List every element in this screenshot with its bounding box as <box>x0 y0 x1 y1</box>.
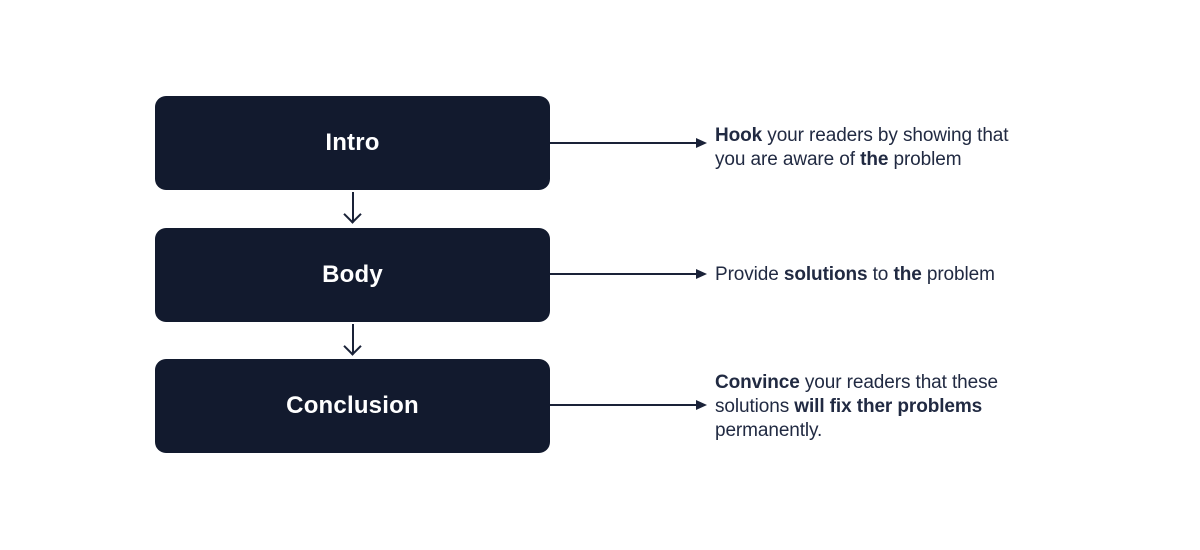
right-arrow-icon <box>550 268 707 279</box>
down-arrow-icon <box>343 192 362 225</box>
down-arrow-head <box>343 337 362 356</box>
description-intro: Hook your readers by showing that you are… <box>715 124 1009 172</box>
flow-box-intro-label: Intro <box>325 129 380 156</box>
description-body: Provide solutions to the problem <box>715 263 995 287</box>
right-arrow-icon <box>550 137 707 148</box>
down-arrow-line <box>351 192 355 221</box>
down-arrow-icon <box>343 324 362 357</box>
flow-box-body-label: Body <box>322 261 383 288</box>
flow-box-conclusion: Conclusion <box>155 359 550 453</box>
description-line: solutions will fix ther problems <box>715 396 983 417</box>
flow-box-conclusion-label: Conclusion <box>286 392 419 419</box>
flow-box-body: Body <box>155 228 550 322</box>
right-arrow-icon <box>550 399 707 410</box>
description-line: you are aware of the problem <box>715 149 962 170</box>
description-line: Convince your readers that these <box>715 372 998 393</box>
flow-box-intro: Intro <box>155 96 550 190</box>
description-line: Hook your readers by showing that <box>715 125 1009 146</box>
description-line: Provide solutions to the problem <box>715 264 995 285</box>
down-arrow-line <box>351 324 355 353</box>
description-conclusion: Convince your readers that these solution… <box>715 371 998 443</box>
description-line: permanently. <box>715 420 823 441</box>
down-arrow-head <box>343 205 362 224</box>
